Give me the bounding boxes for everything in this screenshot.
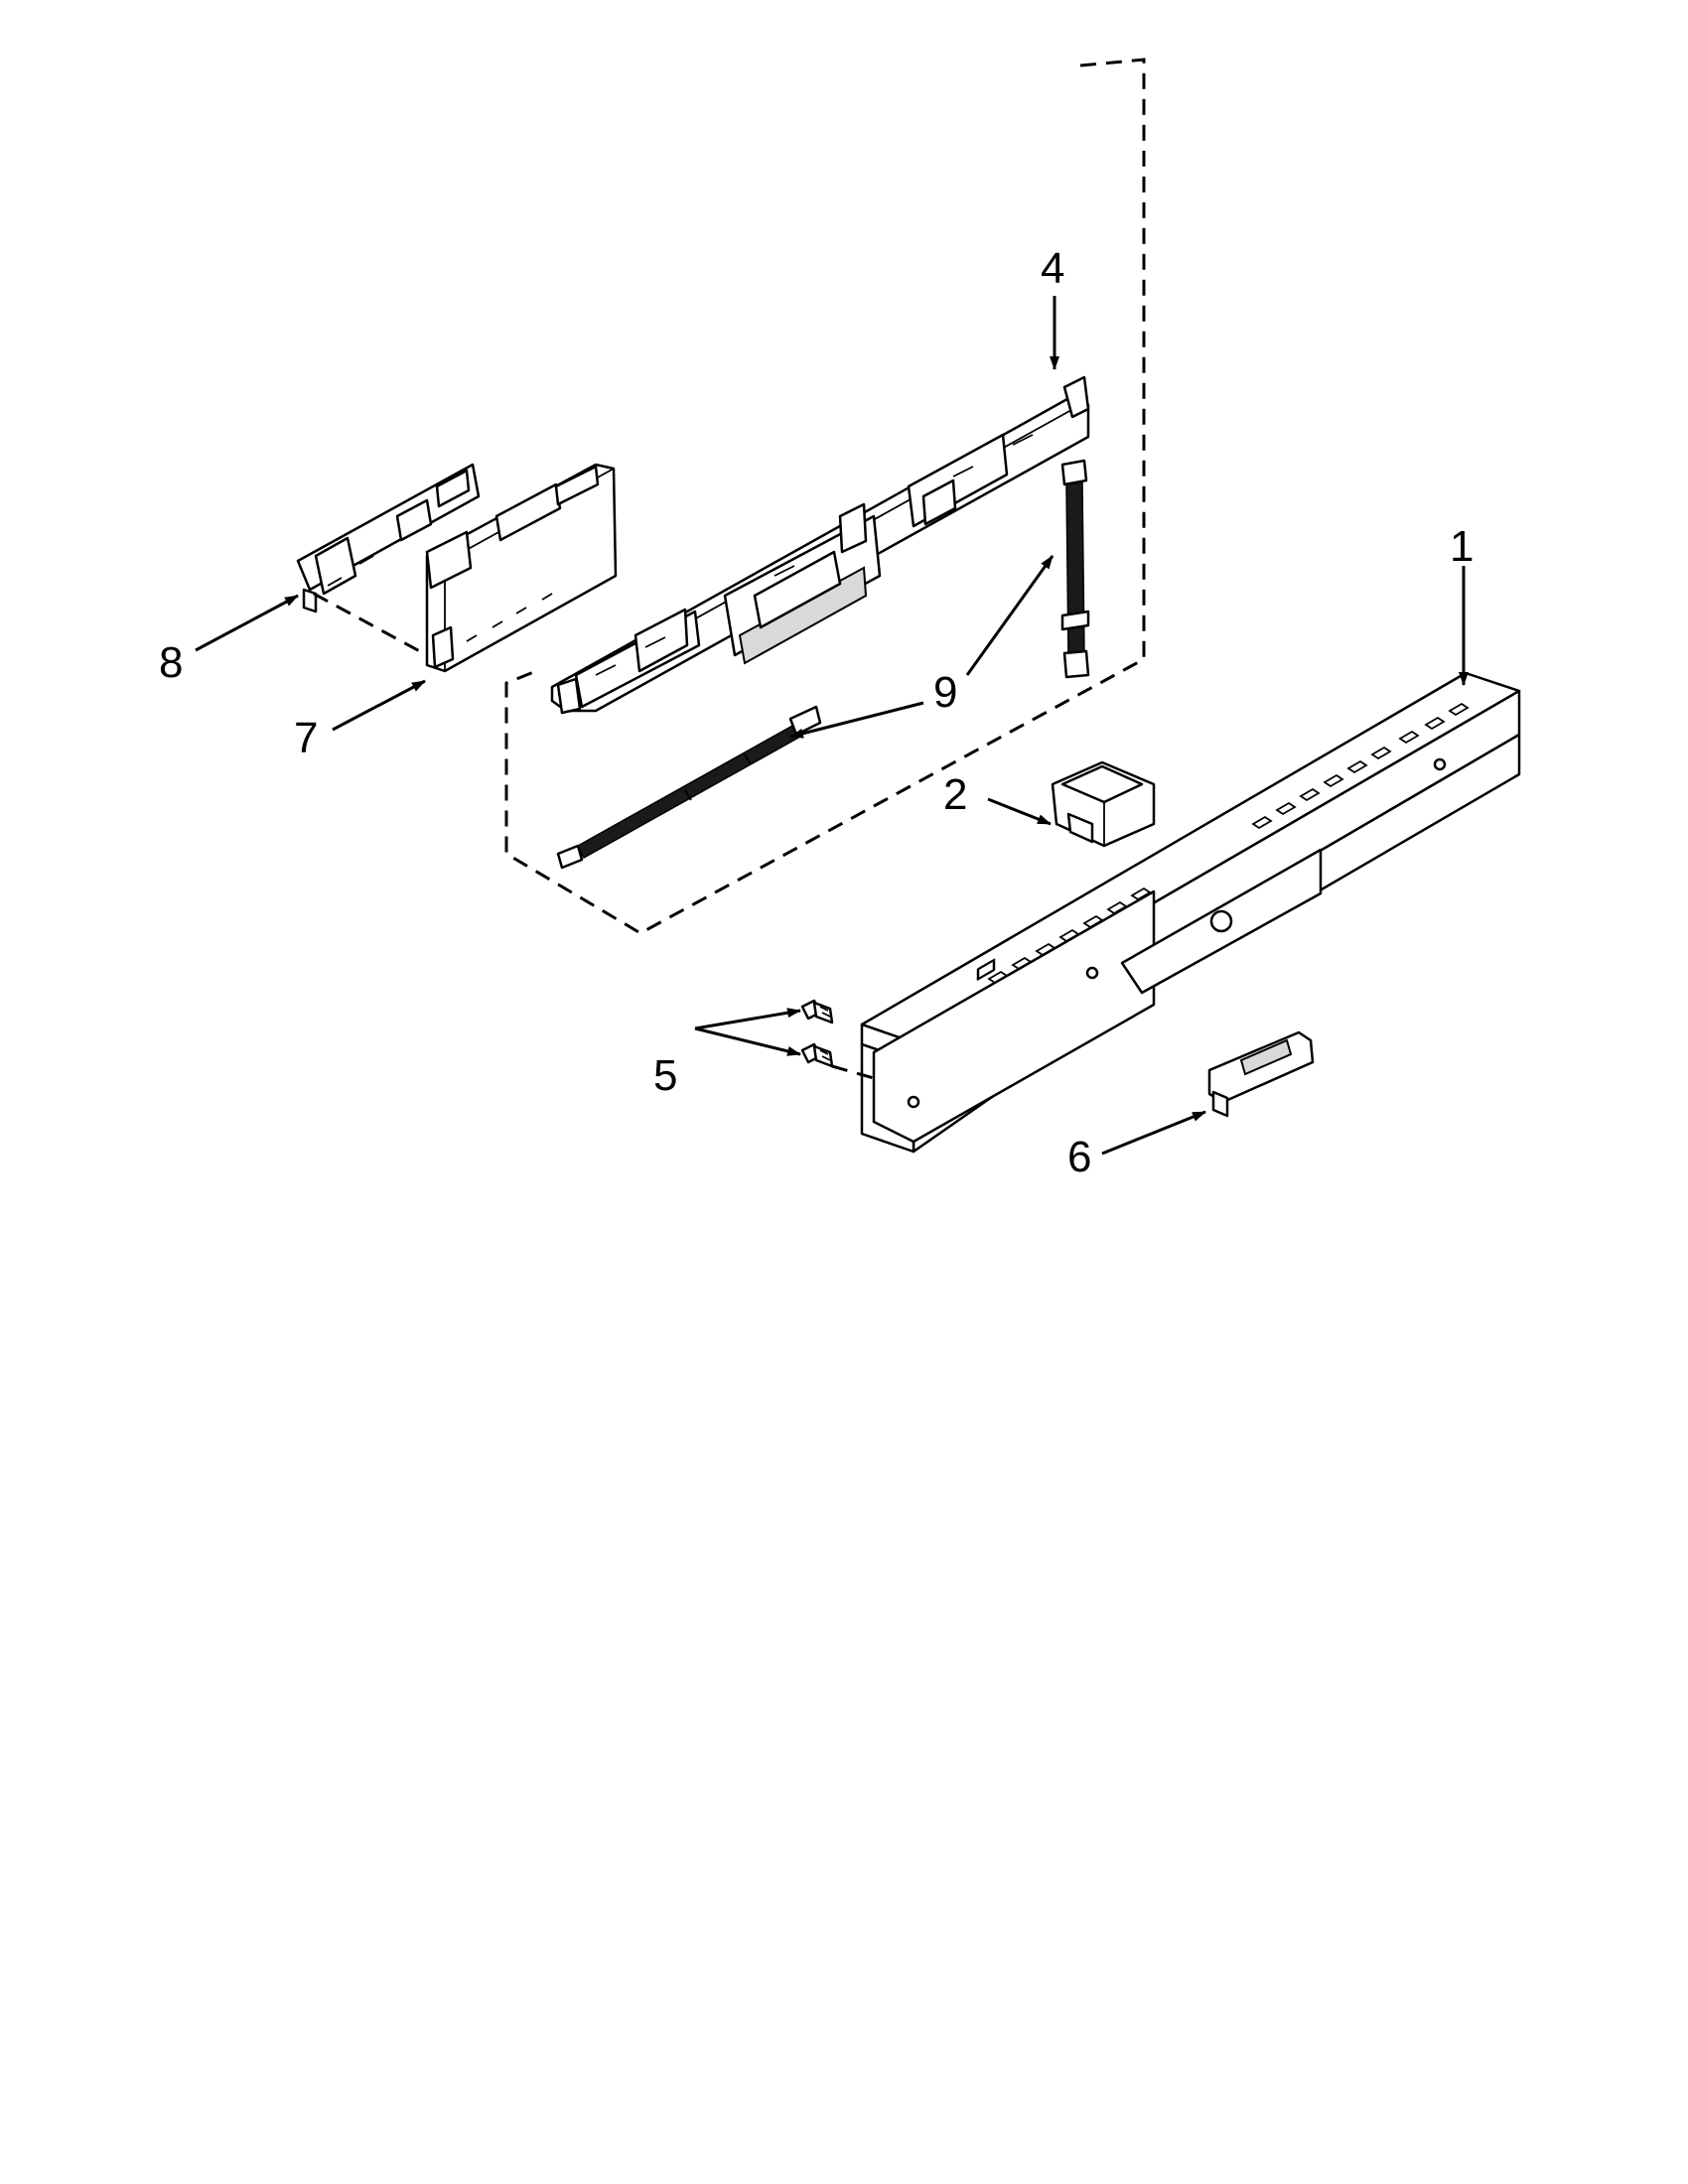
leader-8 (195, 594, 299, 652)
leader-5b (694, 1026, 801, 1056)
leader-7 (332, 679, 426, 732)
callout-4: 4 (1041, 244, 1064, 293)
callout-9: 9 (933, 668, 957, 717)
callout-1: 1 (1450, 522, 1474, 571)
part-5-screw-lower (800, 1042, 834, 1068)
screw-alignment-dashed (831, 1064, 875, 1080)
callout-6: 6 (1067, 1133, 1091, 1181)
leader-6 (1101, 1110, 1206, 1156)
leader-9b (789, 701, 924, 739)
board-alignment-dashed (313, 592, 428, 657)
part-9-harness-vertical (1060, 459, 1090, 679)
leader-5a (694, 1008, 801, 1030)
callout-2: 2 (943, 770, 967, 819)
callout-7: 7 (294, 714, 318, 762)
part-6-latch (1207, 1030, 1315, 1118)
part-1-control-panel (860, 671, 1521, 1154)
button-pads-left (976, 958, 996, 981)
part-9-harness-ribbon (556, 705, 822, 870)
assembly-boundary-dashed (504, 58, 1146, 935)
leader-9a (965, 555, 1055, 676)
part-4-bracket (550, 375, 1090, 715)
part-5-screw-upper (800, 999, 834, 1024)
callout-8: 8 (159, 638, 183, 687)
part-2-holder (1051, 760, 1156, 848)
leader-2 (987, 797, 1052, 826)
callout-5: 5 (653, 1051, 677, 1100)
part-7-control-board (425, 463, 618, 673)
part-8-board (296, 463, 481, 614)
